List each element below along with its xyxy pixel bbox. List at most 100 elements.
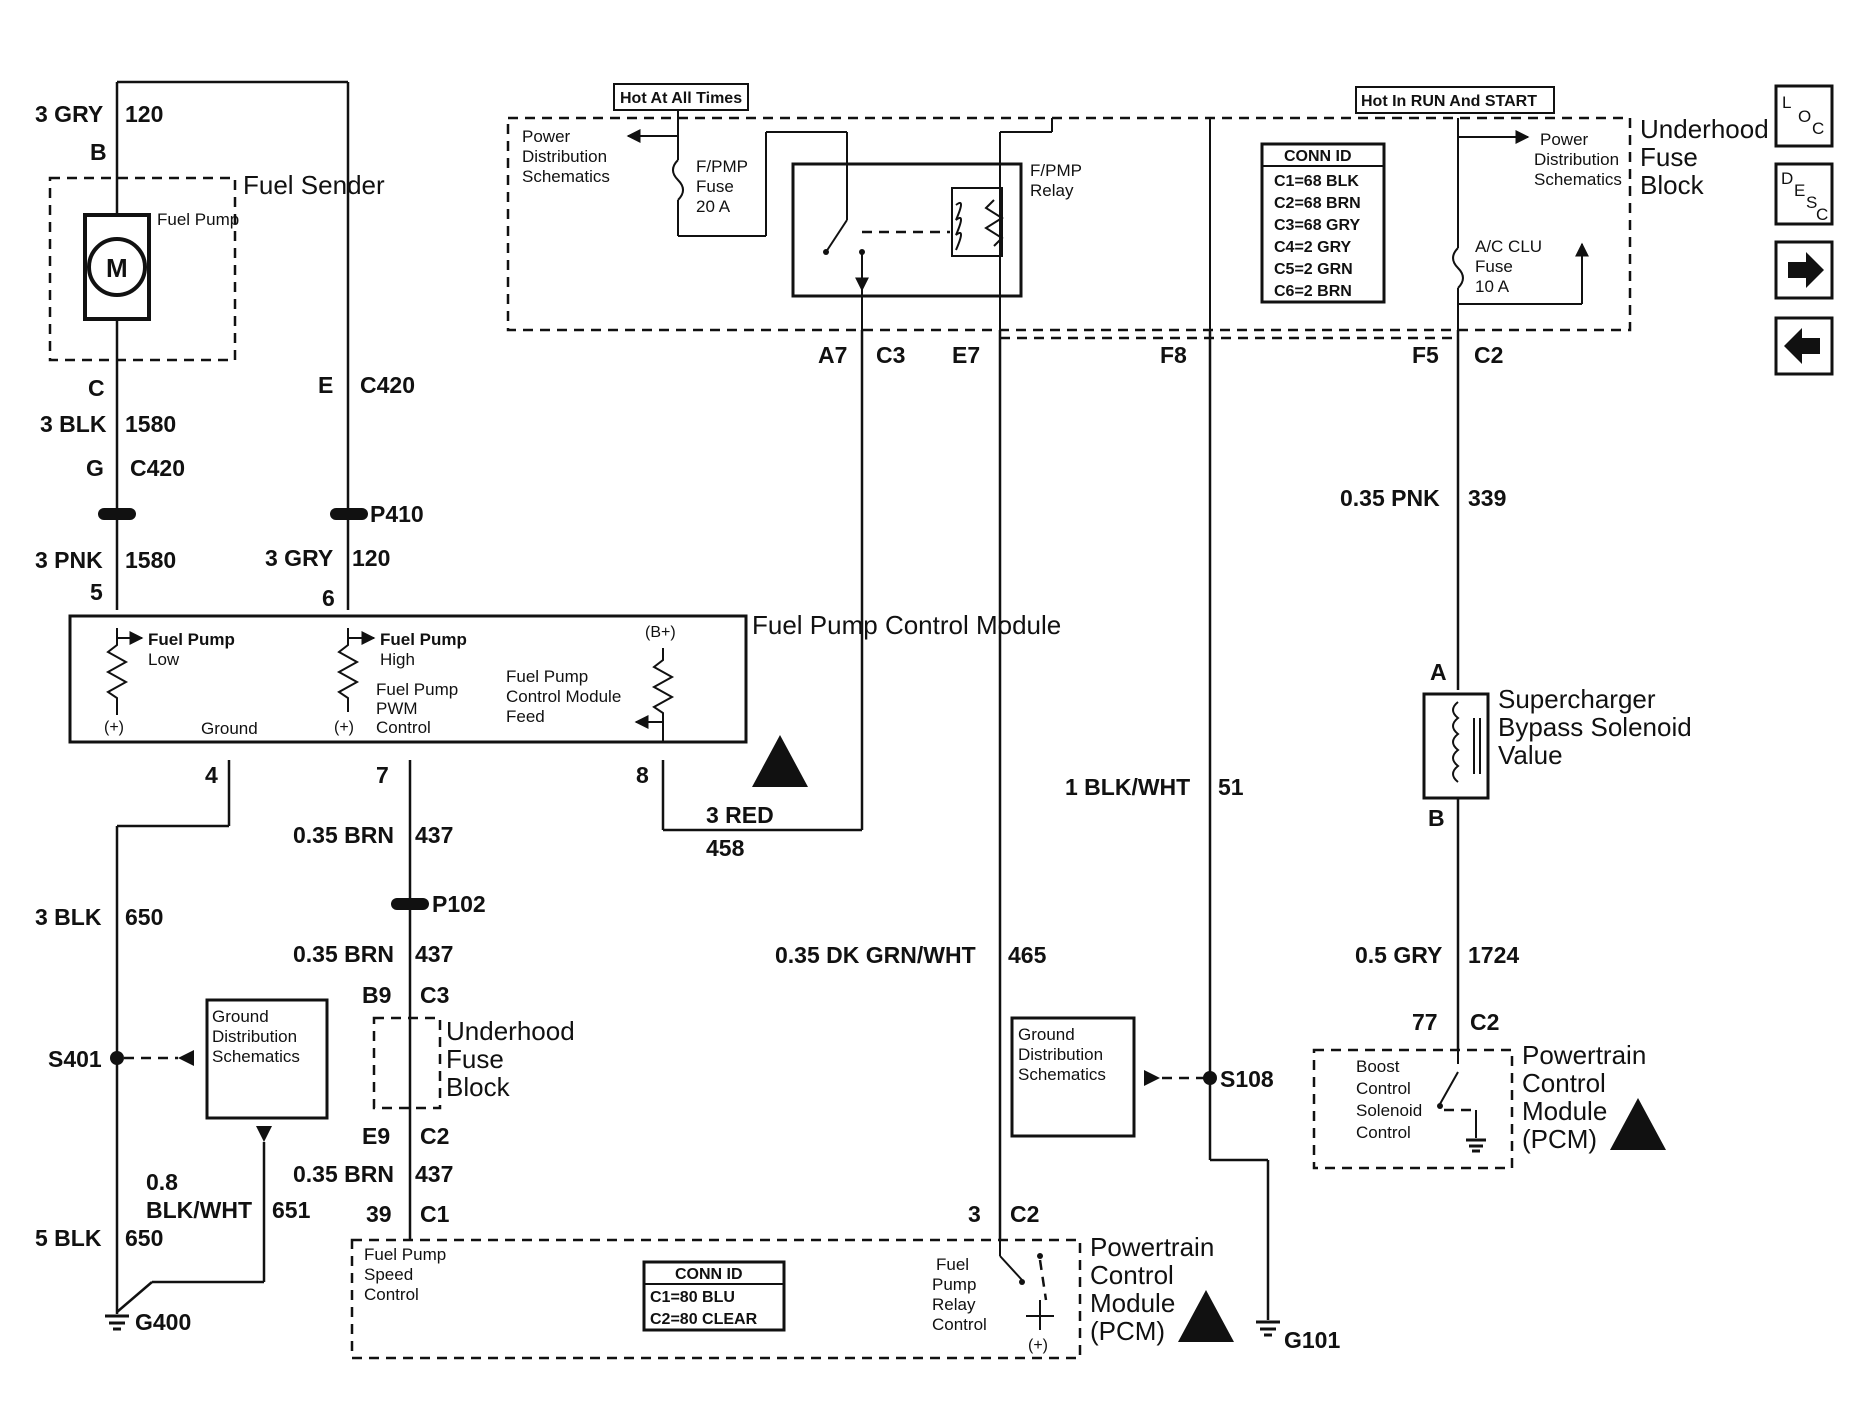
svg-text:Control Module: Control Module xyxy=(506,687,621,706)
esd-warning-icon xyxy=(752,735,808,787)
g400-label: G400 xyxy=(135,1309,191,1335)
next-page-button[interactable] xyxy=(1774,240,1834,300)
svg-text:High: High xyxy=(380,650,415,669)
motor-symbol: M xyxy=(106,253,128,283)
conn-id-c5: C5=2 GRN xyxy=(1274,261,1353,278)
svg-text:(PCM): (PCM) xyxy=(1090,1316,1165,1346)
wire-gry-gauge: 0.5 GRY xyxy=(1355,942,1442,968)
wire-blk1580-gauge: 3 BLK xyxy=(40,411,107,437)
svg-text:Low: Low xyxy=(148,650,180,669)
pcm-bottom: Fuel Pump Speed Control CONN ID C1=80 BL… xyxy=(350,1232,1234,1360)
left-ground-path: 3 BLK 650 S401 Ground Distribution Schem… xyxy=(35,760,329,1335)
boost-control-label: Boost xyxy=(1356,1057,1400,1076)
power-dist-right: Power xyxy=(1540,130,1589,149)
fpcm-pin-5: 5 xyxy=(90,579,103,605)
supercharger-title: Supercharger xyxy=(1498,684,1656,714)
fpcm-b-plus: (B+) xyxy=(645,624,676,641)
underhood-mid-pin-b9: B9 xyxy=(362,982,391,1008)
fpcm-pin-8: 8 xyxy=(636,762,649,788)
pin-c3-top: C3 xyxy=(876,342,905,368)
fuel-pump-high-label: Fuel Pump xyxy=(380,630,467,649)
c420-connector: 3 BLK 1580 G C420 E C420 P410 3 PNK 1580… xyxy=(35,82,424,611)
pcm-bottom-pin-c2: C2 xyxy=(1010,1201,1039,1227)
c420-label-left: C420 xyxy=(130,455,185,481)
svg-text:Fuse: Fuse xyxy=(446,1044,504,1074)
fpmp-relay-label: F/PMP xyxy=(1030,161,1082,180)
svg-text:Value: Value xyxy=(1498,740,1563,770)
fuel-pump-low-label: Fuel Pump xyxy=(148,630,235,649)
pcm-bottom-pin-c1: C1 xyxy=(420,1201,450,1227)
wire-brn-gauge-3: 0.35 BRN xyxy=(293,1161,394,1187)
pcm-bottom-pin-3: 3 xyxy=(968,1201,981,1227)
svg-text:Control: Control xyxy=(1522,1068,1606,1098)
wire-blk1580-circuit: 1580 xyxy=(125,411,176,437)
svg-text:D: D xyxy=(1781,169,1793,188)
underhood-fuse-block-top: Hot At All Times Hot In RUN And START Un… xyxy=(506,83,1769,368)
fuel-sender-top-wire-circuit: 120 xyxy=(125,101,163,127)
svg-text:PWM: PWM xyxy=(376,699,418,718)
location-button[interactable]: L O C xyxy=(1774,84,1834,148)
pcm-right-pin-c2: C2 xyxy=(1470,1009,1499,1035)
svg-text:Schematics: Schematics xyxy=(212,1047,300,1066)
conn-id-c1: C1=68 BLK xyxy=(1274,173,1359,190)
svg-text:Bypass Solenoid: Bypass Solenoid xyxy=(1498,712,1692,742)
fuel-sender-title: Fuel Sender xyxy=(243,170,385,200)
wire-blkwht51-gauge: 1 BLK/WHT xyxy=(1065,774,1190,800)
s108-label: S108 xyxy=(1220,1066,1274,1092)
g101-label: G101 xyxy=(1284,1327,1340,1353)
ac-clu-fuse-label: A/C CLU xyxy=(1475,237,1542,256)
svg-text:Schematics: Schematics xyxy=(1534,170,1622,189)
pin-f5: F5 xyxy=(1412,342,1439,368)
svg-text:Control: Control xyxy=(932,1315,987,1334)
previous-page-button[interactable] xyxy=(1774,316,1834,376)
pcm-conn-id-title: CONN ID xyxy=(675,1266,743,1283)
wire-blkwht651-gauge-b: BLK/WHT xyxy=(146,1197,252,1223)
svg-text:Fuse: Fuse xyxy=(696,177,734,196)
conn-id-c2: C2=68 BRN xyxy=(1274,195,1361,212)
pcm-conn-id-c1: C1=80 BLU xyxy=(650,1289,735,1306)
pin-f8: F8 xyxy=(1160,342,1187,368)
supercharger-bypass-solenoid: A Supercharger Bypass Solenoid Value B 0… xyxy=(1355,659,1692,1050)
svg-text:Solenoid: Solenoid xyxy=(1356,1101,1422,1120)
c420-pin-e: E xyxy=(318,372,333,398)
underhood-mid-pin-c2: C2 xyxy=(420,1123,449,1149)
esd-warning-icon xyxy=(1178,1290,1234,1342)
svg-text:Control: Control xyxy=(364,1285,419,1304)
svg-text:S: S xyxy=(1806,193,1817,212)
fuel-pump-relay-control-label: Fuel xyxy=(936,1255,969,1274)
svg-text:(PCM): (PCM) xyxy=(1522,1124,1597,1154)
underhood-top-title: Underhood xyxy=(1640,114,1769,144)
wire-dkgrn-circuit: 465 xyxy=(1008,942,1047,968)
p102-label: P102 xyxy=(432,891,486,917)
wire-red-gauge: 3 RED xyxy=(706,802,774,828)
svg-text:Schematics: Schematics xyxy=(1018,1065,1106,1084)
wire-brn-gauge-2: 0.35 BRN xyxy=(293,941,394,967)
fpcm-pin-7: 7 xyxy=(376,762,389,788)
conn-id-top-title: CONN ID xyxy=(1284,148,1352,165)
fpcm-ground-label: Ground xyxy=(201,719,258,738)
supercharger-pin-a: A xyxy=(1430,659,1447,685)
svg-text:Module: Module xyxy=(1522,1096,1607,1126)
wire-dkgrn-gauge: 0.35 DK GRN/WHT xyxy=(775,942,976,968)
pcm-bottom-title: Powertrain xyxy=(1090,1232,1214,1262)
fpcm-feed-label: Fuel Pump xyxy=(506,667,588,686)
power-dist-left: Power xyxy=(522,127,571,146)
wire-blk650b-gauge: 5 BLK xyxy=(35,1225,102,1251)
svg-text:Distribution: Distribution xyxy=(212,1027,297,1046)
ground-distribution-right: Ground Distribution Schematics S108 G101 xyxy=(1010,1016,1340,1353)
fuel-sender: 3 GRY 120 B M Fuel Pump Fuel Sender C xyxy=(35,80,385,401)
wire-blkwht651-circuit: 651 xyxy=(272,1197,311,1223)
fuel-pump-motor-icon xyxy=(87,237,147,297)
svg-text:Block: Block xyxy=(446,1072,511,1102)
wire-brn-gauge-1: 0.35 BRN xyxy=(293,822,394,848)
description-button[interactable]: D E S C xyxy=(1774,162,1834,226)
wire-blkwht51-circuit: 51 xyxy=(1218,774,1244,800)
fpcm-title: Fuel Pump Control Module xyxy=(752,610,1061,640)
svg-text:O: O xyxy=(1798,107,1811,126)
hot-in-run-and-start: Hot In RUN And START xyxy=(1361,93,1537,110)
fuel-pump-speed-control-label: Fuel Pump xyxy=(364,1245,446,1264)
svg-text:10 A: 10 A xyxy=(1475,277,1510,296)
conn-id-c4: C4=2 GRY xyxy=(1274,239,1352,256)
nav-buttons: L O C D E S C xyxy=(1774,84,1834,376)
